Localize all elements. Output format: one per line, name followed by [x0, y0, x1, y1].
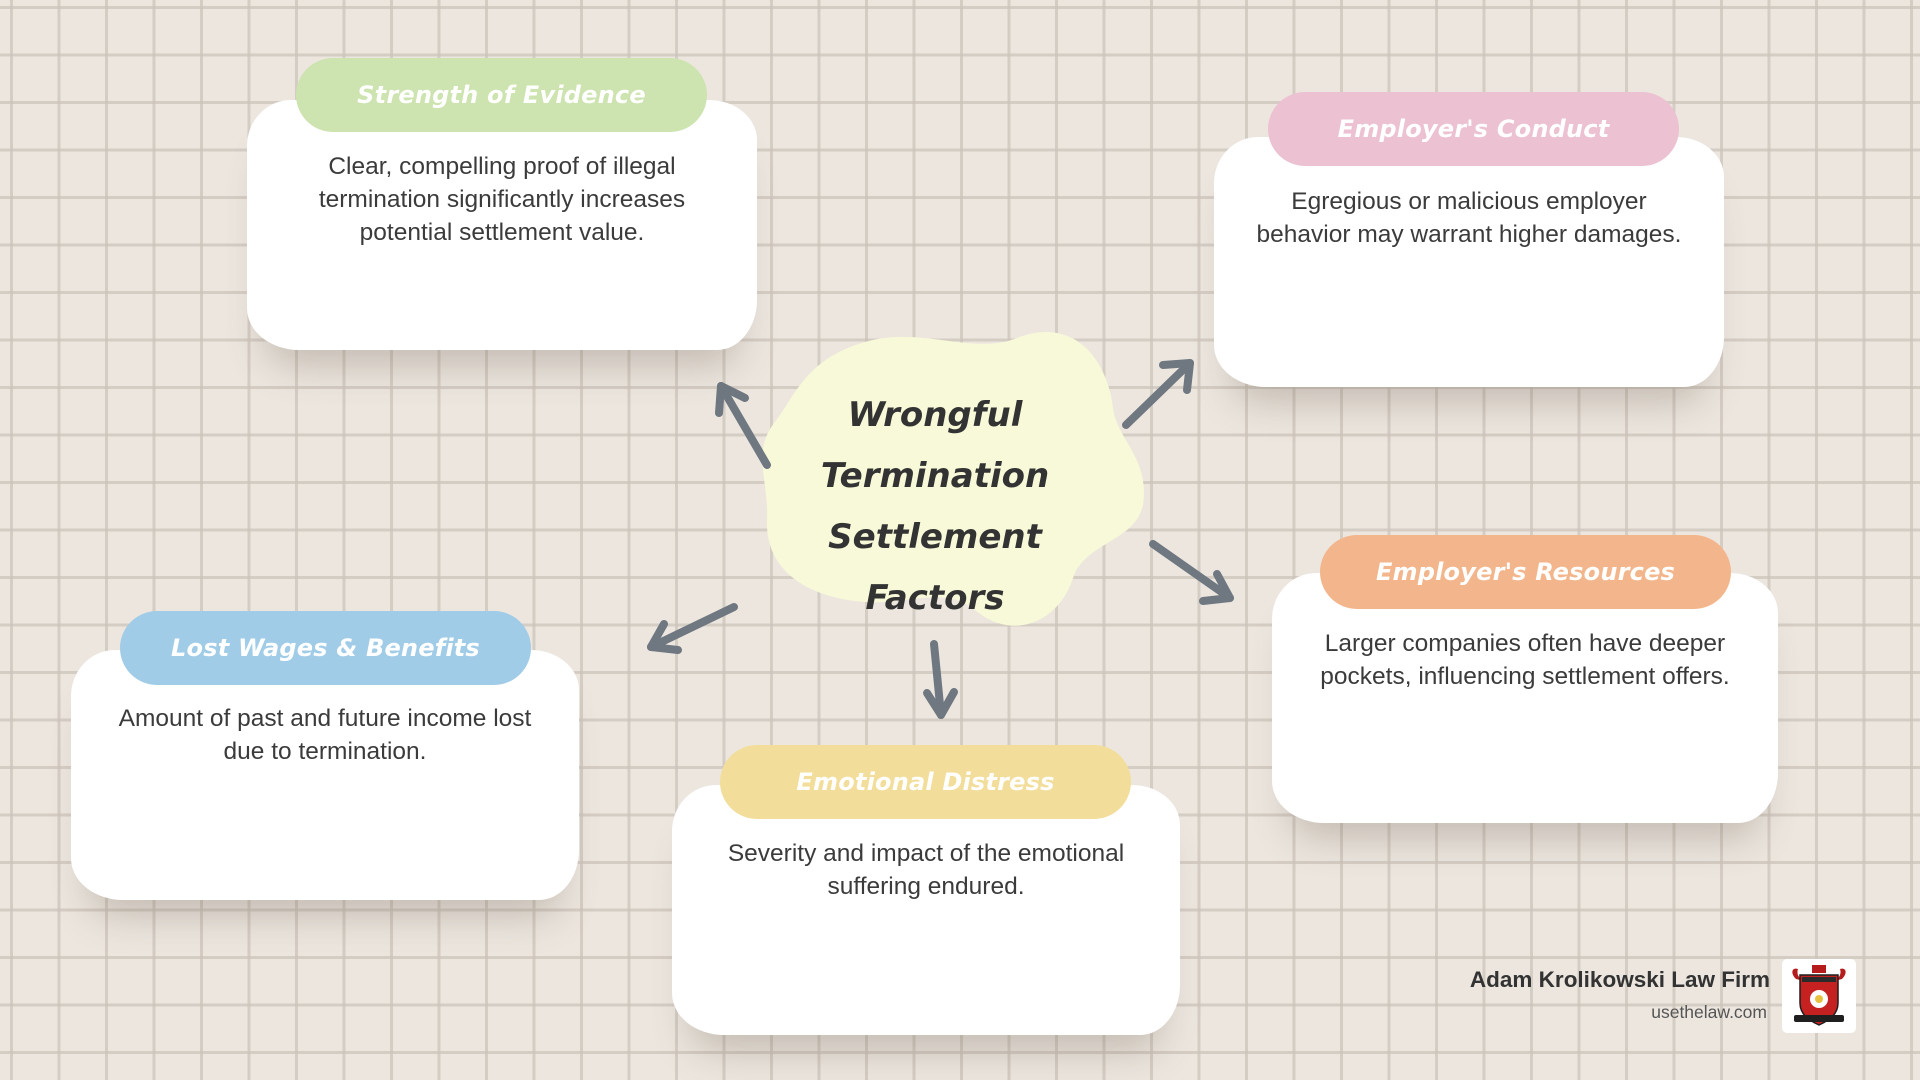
- factor-label-lost-wages-benefits: Lost Wages & Benefits: [120, 611, 531, 685]
- firm-website: usethelaw.com: [1651, 1002, 1767, 1022]
- factor-description: Egregious or malicious employer behavior…: [1256, 188, 1682, 248]
- law-firm-logo-icon: [1782, 959, 1856, 1033]
- factor-label-employers-conduct: Employer's Conduct: [1268, 92, 1679, 166]
- factor-description: Amount of past and future income lost du…: [118, 705, 532, 765]
- center-blob-shape: [762, 332, 1144, 626]
- arrow-to-emotional-distress: [923, 640, 958, 719]
- diagram-title-line: Settlement Factors: [828, 517, 1042, 618]
- arrow-to-strength-of-evidence: [715, 382, 771, 469]
- firm-name: Adam Krolikowski Law Firm: [1469, 967, 1770, 992]
- arrow-to-employers-conduct: [1122, 359, 1194, 429]
- arrow-to-employers-resources: [1149, 540, 1234, 605]
- factor-card-emotional-distress: Severity and impact of the emotional suf…: [672, 785, 1180, 1035]
- factor-card-strength-of-evidence: Clear, compelling proof of illegal termi…: [247, 100, 757, 350]
- factor-label-employers-resources: Employer's Resources: [1320, 535, 1731, 609]
- factor-card-employers-resources: Larger companies often have deeper pocke…: [1272, 573, 1778, 823]
- diagram-title: Wrongful Termination Settlement Factors: [760, 385, 1110, 629]
- diagram-title-line: Wrongful: [847, 395, 1023, 435]
- factor-description: Severity and impact of the emotional suf…: [727, 840, 1125, 900]
- factor-label-emotional-distress: Emotional Distress: [720, 745, 1131, 819]
- factor-description: Clear, compelling proof of illegal termi…: [318, 153, 686, 246]
- diagram-title-line: Termination: [820, 456, 1050, 496]
- arrow-to-lost-wages-benefits: [647, 603, 738, 654]
- factor-card-lost-wages-benefits: Amount of past and future income lost du…: [71, 650, 579, 900]
- factor-label-strength-of-evidence: Strength of Evidence: [296, 58, 707, 132]
- factor-description: Larger companies often have deeper pocke…: [1320, 630, 1730, 690]
- factor-card-employers-conduct: Egregious or malicious employer behavior…: [1214, 137, 1724, 387]
